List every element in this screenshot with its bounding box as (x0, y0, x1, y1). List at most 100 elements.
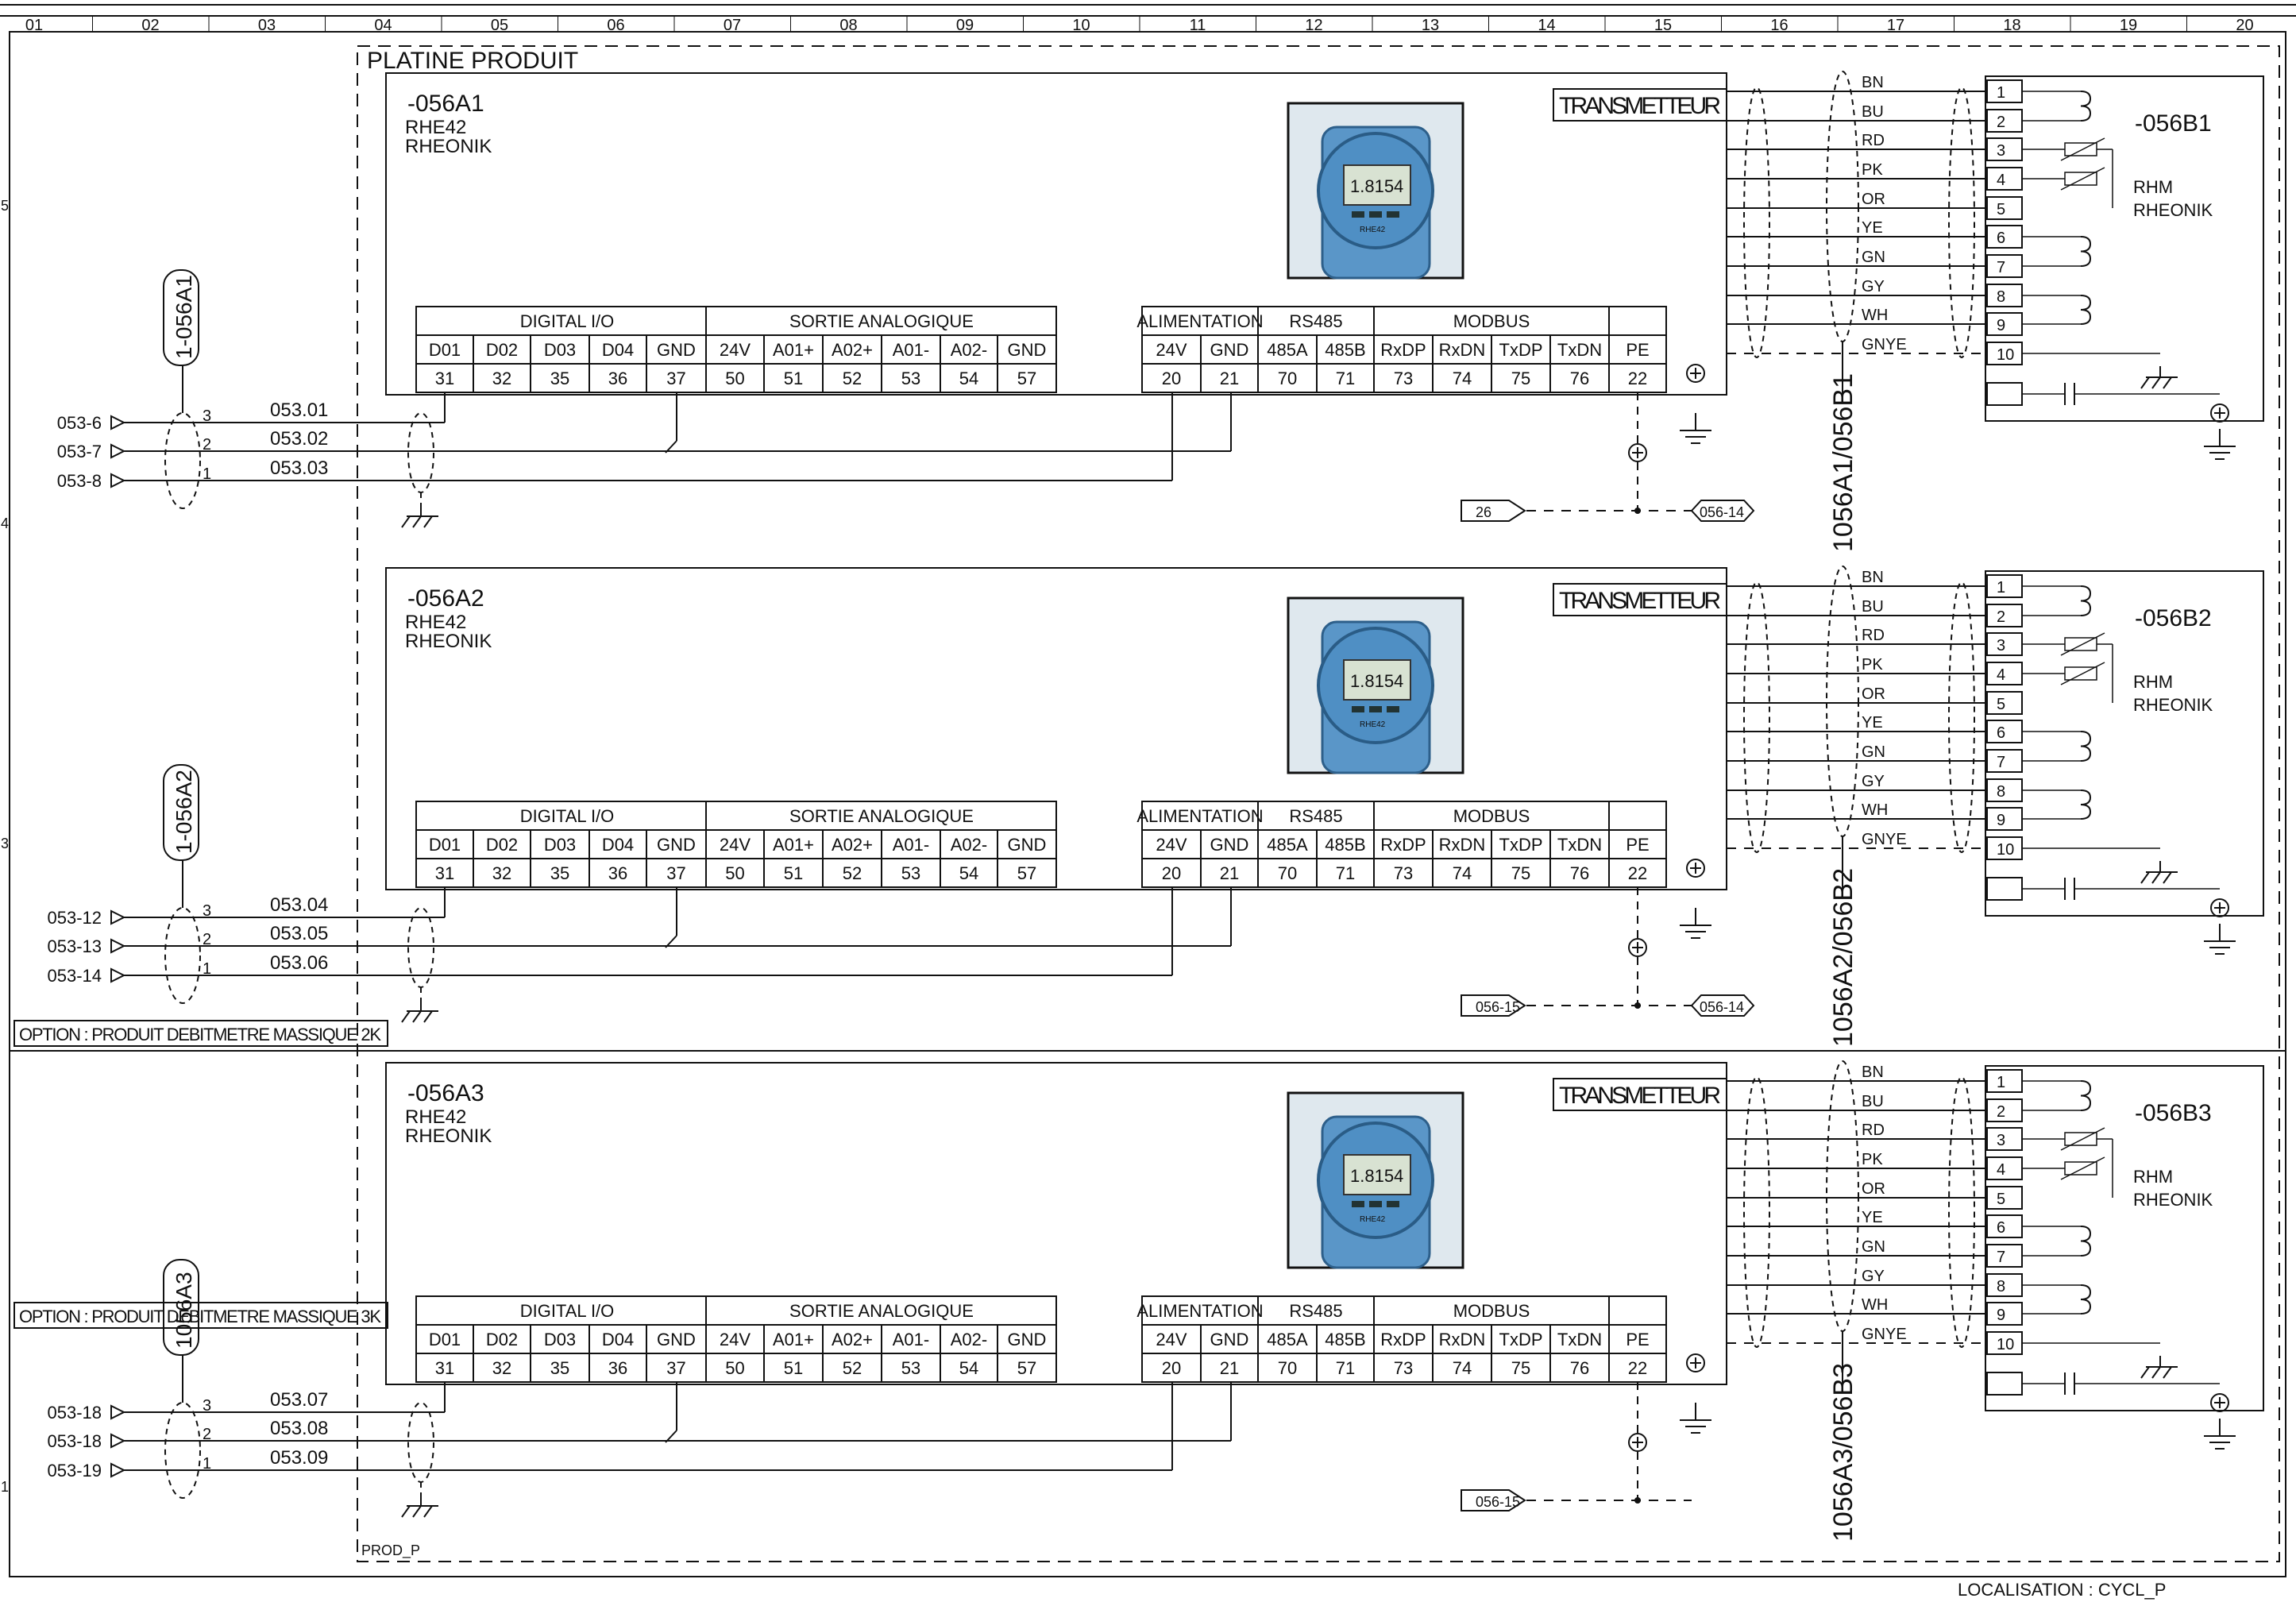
cable-outer-sheath (1826, 566, 1859, 837)
terminal-header: D01 (429, 835, 461, 855)
sensor-pin-number: 8 (1997, 783, 2005, 801)
source-reference: 053-8 (57, 471, 102, 491)
transmitter-block-2: -056A2RHE42RHEONIKTRANSMETTEUR1.8154RHE4… (14, 566, 2264, 1047)
terminal-number: 76 (1570, 369, 1589, 388)
source-arrow (110, 443, 126, 459)
terminal-number: 35 (550, 863, 569, 883)
chassis-tick (2163, 376, 2172, 389)
core-color-label: PK (1862, 1151, 1883, 1168)
core-color-label: PK (1862, 161, 1883, 179)
chassis-tick (2163, 1366, 2172, 1379)
lcd-screen (1343, 1154, 1411, 1195)
gnd-wire (665, 440, 677, 454)
input-signals: 053-12053-13053-14321053.04053.05053.061… (47, 764, 1232, 1023)
terminal-number: 70 (1278, 369, 1297, 388)
terminal-number: 21 (1220, 369, 1239, 388)
input-cable-tag: 1056A3 (172, 1272, 196, 1349)
core-color-label: BU (1862, 103, 1884, 121)
column-number: 02 (141, 17, 159, 34)
device-model: RHE42 (405, 612, 466, 633)
lcd-button (1369, 1201, 1382, 1207)
pe-junction (1634, 508, 1641, 514)
core-color-label: WH (1862, 1296, 1888, 1314)
terminal-number: 37 (666, 863, 685, 883)
core-color-label: BN (1862, 74, 1884, 91)
stray-label: PROD_P (361, 1542, 420, 1559)
option-label: OPTION : PRODUIT DEBITMETRE MASSIQUE 2K (19, 1025, 381, 1044)
device-maker: RHEONIK (405, 136, 492, 157)
sensor-pin-number: 2 (1997, 608, 2005, 626)
terminal-header: GND (1210, 835, 1249, 855)
terminal-number: 54 (959, 1358, 978, 1378)
number-row (415, 1353, 1057, 1383)
device-maker: RHEONIK (405, 1125, 492, 1147)
column-number: 14 (1538, 17, 1555, 34)
lcd-screen (1343, 164, 1411, 206)
terminal-number: 51 (784, 863, 803, 883)
sensor-earth (2210, 1393, 2229, 1412)
sensor-pin-cell (1986, 691, 2023, 715)
core-color-label: OR (1862, 191, 1885, 208)
core-color-label: YE (1862, 219, 1883, 237)
group-analog-label: SORTIE ANALOGIQUE (789, 311, 974, 331)
cable-shield (1948, 87, 1975, 358)
lcd-value: 1.8154 (1350, 671, 1403, 691)
row-marker: 4 (1, 515, 9, 531)
source-arrow (110, 473, 126, 488)
wire-core-number: 3 (203, 902, 211, 920)
sensor-pin-cell (1986, 1372, 2023, 1396)
device-tag: -056A1 (407, 91, 484, 117)
sensor-ground (2204, 924, 2236, 955)
column-number: 16 (1770, 17, 1788, 34)
coil (2080, 236, 2092, 267)
chassis-tick (412, 1505, 422, 1518)
column-number: 07 (724, 17, 741, 34)
wire-id: 053.01 (270, 400, 328, 421)
column-number: 19 (2120, 17, 2137, 34)
sensor-type: RHM (2133, 177, 2173, 197)
row-marker: 1 (1, 1479, 9, 1495)
sensor-pin-number: 9 (1997, 1307, 2005, 1324)
coil (2080, 295, 2092, 325)
column-number: 05 (491, 17, 508, 34)
chassis-tick (401, 515, 411, 528)
terminal-number: 57 (1017, 1358, 1036, 1378)
cable-shield (1743, 87, 1770, 358)
rtd-element (2064, 666, 2097, 681)
terminal-number: 36 (608, 1358, 627, 1378)
group-power-label: ALIMENTATION (1136, 1301, 1263, 1321)
group-rs485-label: RS485 (1289, 806, 1342, 826)
terminal-number: 31 (435, 863, 454, 883)
pe-earth (1628, 443, 1647, 462)
terminal-number: 35 (550, 1358, 569, 1378)
terminal-header: 24V (720, 835, 751, 855)
terminal-number: 22 (1628, 863, 1647, 883)
transmitter-block-3: -056A3RHE42RHEONIKTRANSMETTEUR1.8154RHE4… (14, 1060, 2264, 1542)
chassis-tick (423, 1505, 433, 1518)
transmitter-box (385, 1062, 1727, 1385)
sensor-pin-number: 5 (1997, 201, 2005, 218)
sensor-ground (2204, 429, 2236, 460)
terminal-number: 22 (1628, 1358, 1647, 1378)
sensor-maker: RHEONIK (2133, 1190, 2213, 1210)
wire-core-number: 3 (203, 407, 211, 425)
earth-circle (2210, 1393, 2229, 1412)
wire-id: 053.03 (270, 457, 328, 479)
terminal-number: 53 (901, 1358, 920, 1378)
core-color-label: OR (1862, 1180, 1885, 1198)
source-reference: 053-13 (47, 936, 102, 956)
sensor-earth (2210, 403, 2229, 423)
terminal-header: PE (1626, 340, 1649, 360)
ref-left-box (1461, 500, 1526, 522)
rtd-slash (2060, 662, 2105, 685)
terminal-number: 32 (492, 863, 511, 883)
sensor-pin-number: 8 (1997, 288, 2005, 306)
core-color-label: WH (1862, 801, 1888, 819)
input-cable-tag-box (163, 269, 199, 366)
row-marker: 5 (1, 198, 9, 214)
